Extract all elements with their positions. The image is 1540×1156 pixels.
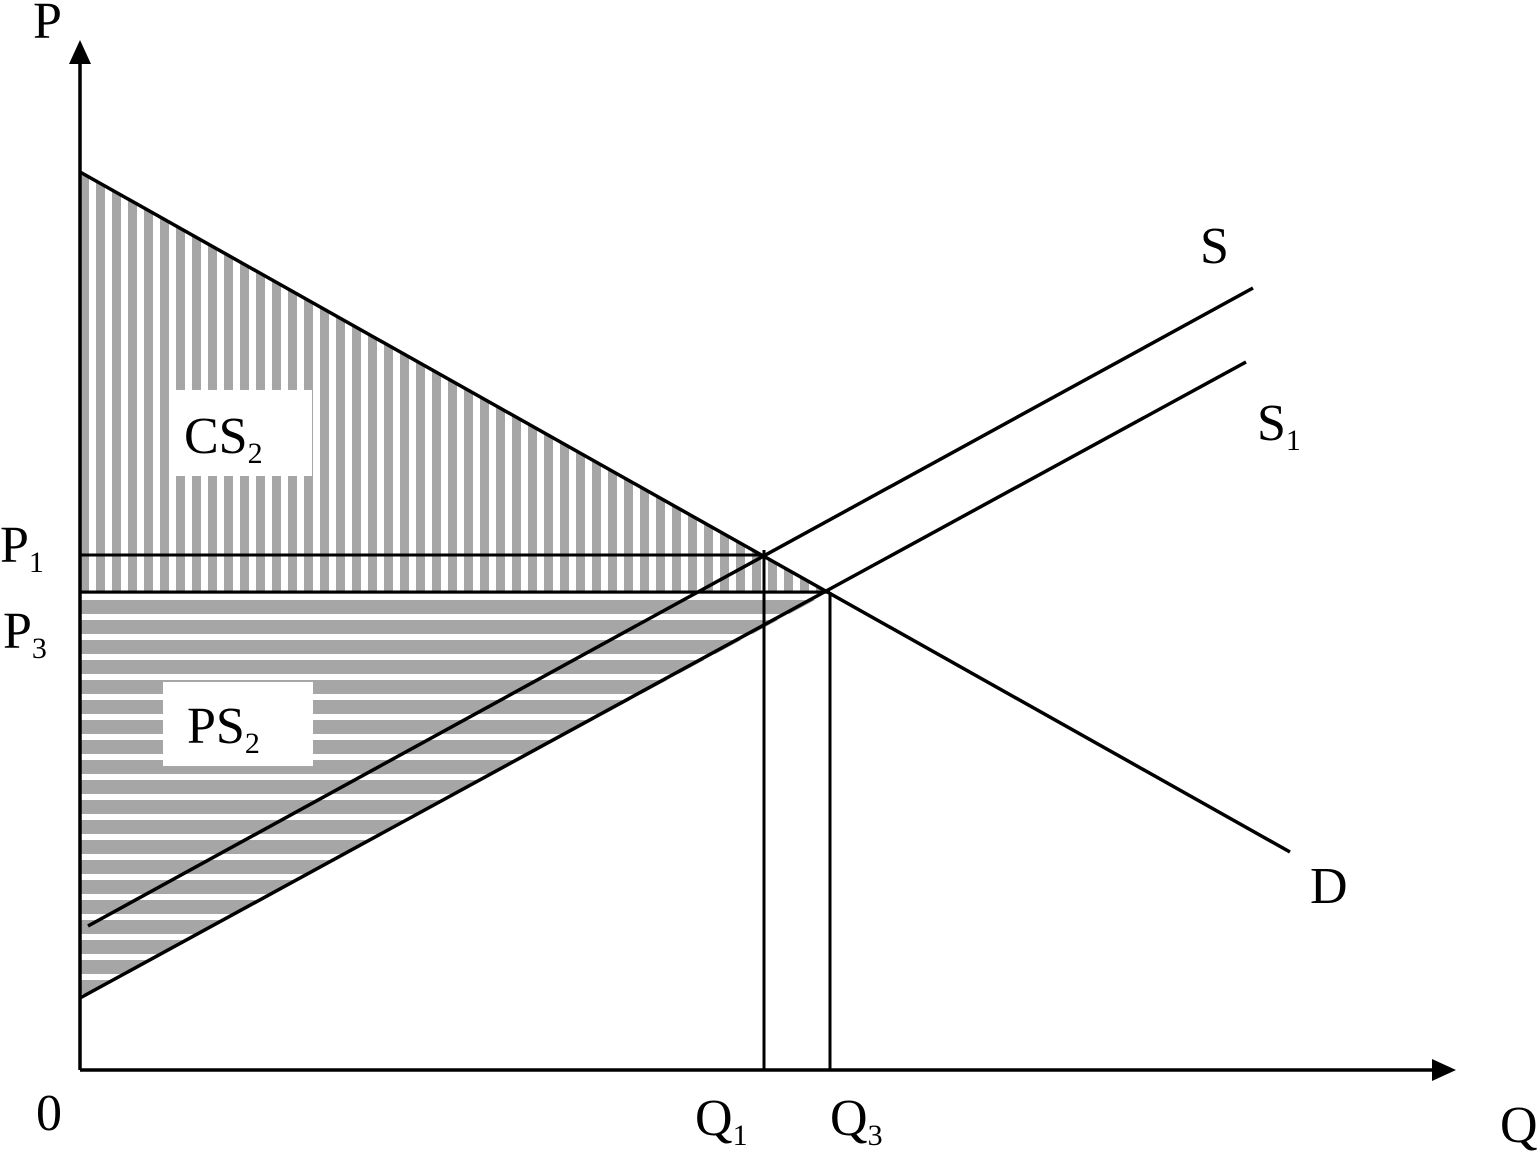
y-axis-label: P xyxy=(33,0,62,50)
x-axis-label: Q xyxy=(1500,1097,1538,1154)
demand-label: D xyxy=(1310,858,1348,915)
supply-new-label: S1 xyxy=(1257,395,1301,457)
q3-label: Q3 xyxy=(830,1090,883,1152)
demand-curve xyxy=(79,170,1291,854)
consumer-surplus-label: CS2 xyxy=(184,408,263,470)
supply-curve xyxy=(87,286,1254,928)
producer-surplus-label: PS2 xyxy=(187,698,260,760)
p1-label: P1 xyxy=(0,517,44,579)
p3-label: P3 xyxy=(3,603,47,665)
y-axis-arrow xyxy=(69,40,91,64)
x-axis-arrow xyxy=(1432,1059,1456,1081)
supply-label: S xyxy=(1200,218,1229,275)
cs-label-box xyxy=(170,390,312,476)
q1-label: Q1 xyxy=(695,1090,748,1152)
supply-curve-new xyxy=(79,360,1247,1000)
origin-label: 0 xyxy=(36,1085,62,1142)
ps-label-box xyxy=(163,682,313,766)
